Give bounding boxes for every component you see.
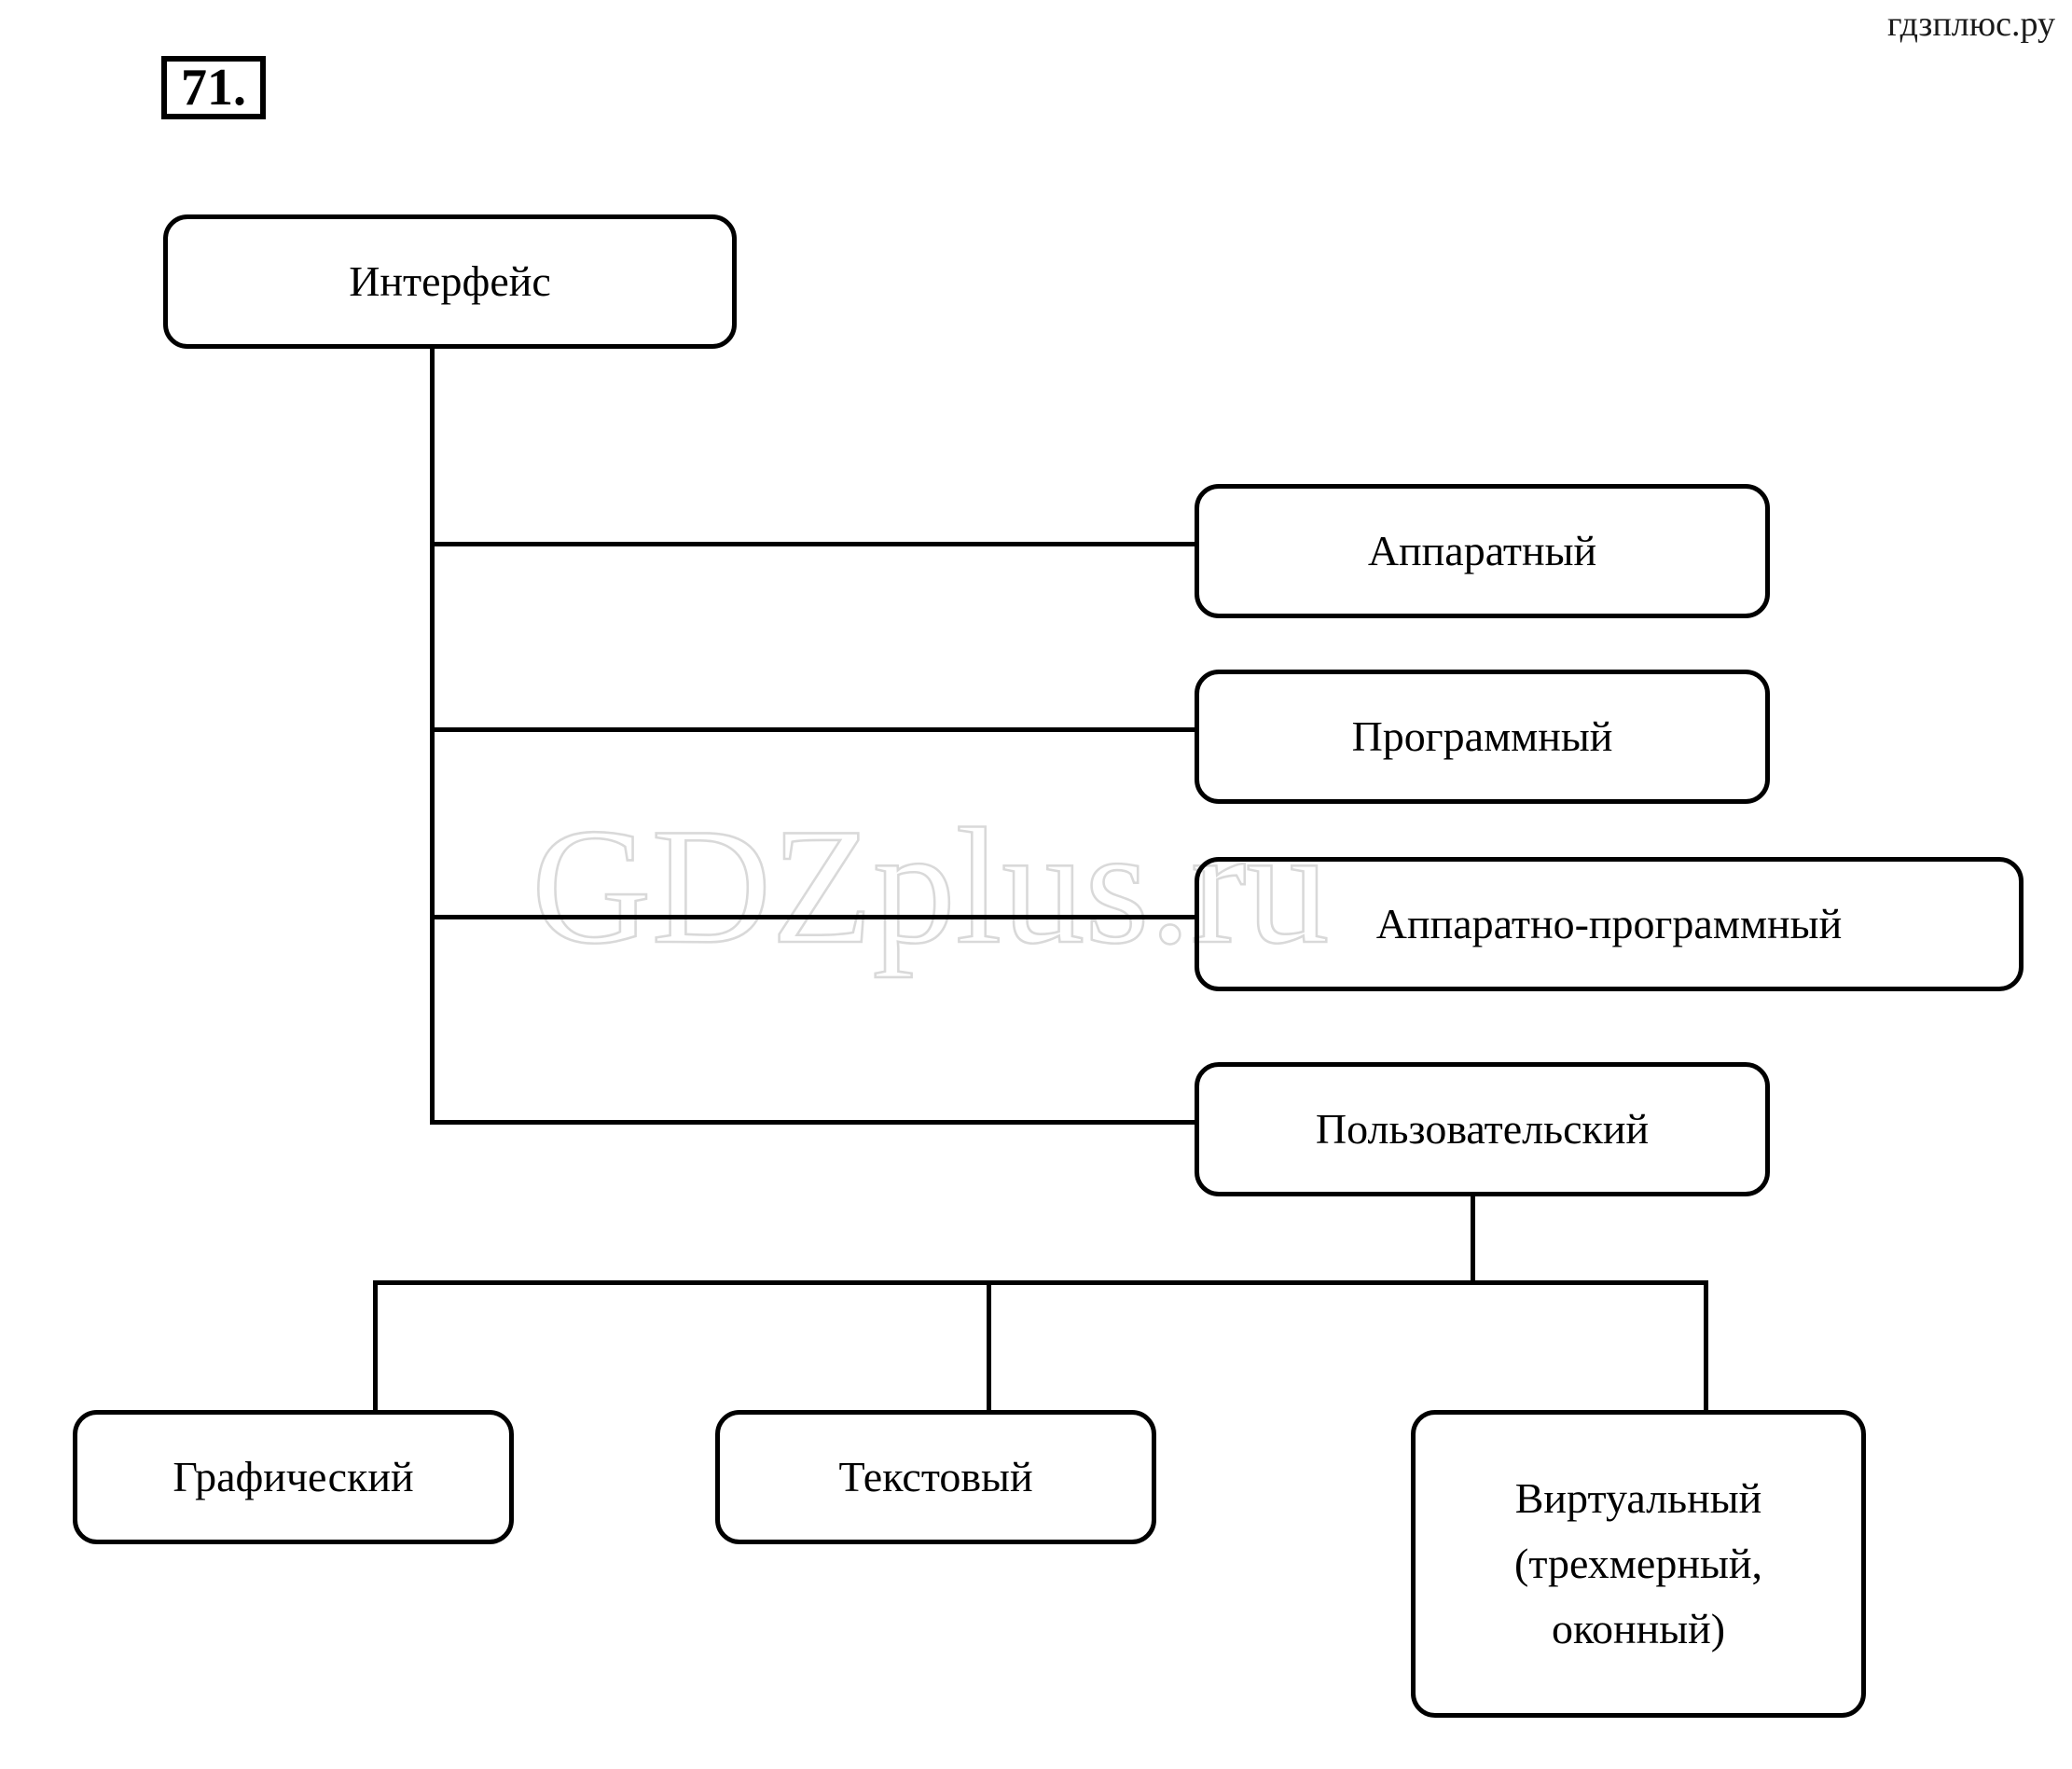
connector-branch-user <box>430 1120 1196 1125</box>
connector-drop-graphical <box>373 1280 378 1412</box>
node-virtual[interactable]: Виртуальный (трехмерный, оконный) <box>1411 1410 1866 1718</box>
connector-drop-textual <box>987 1280 991 1412</box>
connector-branch-software <box>430 727 1196 732</box>
node-user[interactable]: Пользовательский <box>1195 1062 1770 1196</box>
site-watermark: гдзплюс.ру <box>1886 5 2055 44</box>
node-textual-label: Текстовый <box>838 1453 1033 1501</box>
node-textual[interactable]: Текстовый <box>715 1410 1156 1544</box>
node-graphical-label: Графический <box>173 1453 414 1501</box>
connector-drop-virtual <box>1704 1280 1708 1412</box>
connector-distribution-bar <box>373 1280 1708 1285</box>
node-software[interactable]: Программный <box>1195 670 1770 804</box>
connector-root-trunk <box>430 349 435 1125</box>
node-user-label: Пользовательский <box>1315 1105 1650 1154</box>
node-hardware[interactable]: Аппаратный <box>1195 484 1770 618</box>
node-interface-label: Интерфейс <box>349 257 551 306</box>
node-graphical[interactable]: Графический <box>73 1410 514 1544</box>
connector-user-descender <box>1471 1196 1475 1285</box>
task-number-box: 71. <box>161 56 266 119</box>
node-hardware-software-label: Аппаратно-программный <box>1375 900 1843 948</box>
connector-branch-hardware <box>430 542 1196 546</box>
node-hardware-software[interactable]: Аппаратно-программный <box>1195 857 2024 991</box>
node-software-label: Программный <box>1351 712 1613 761</box>
node-virtual-label: Виртуальный (трехмерный, оконный) <box>1514 1474 1762 1652</box>
connector-branch-hardware-software <box>430 915 1196 919</box>
node-interface[interactable]: Интерфейс <box>163 214 737 349</box>
node-hardware-label: Аппаратный <box>1367 527 1597 575</box>
